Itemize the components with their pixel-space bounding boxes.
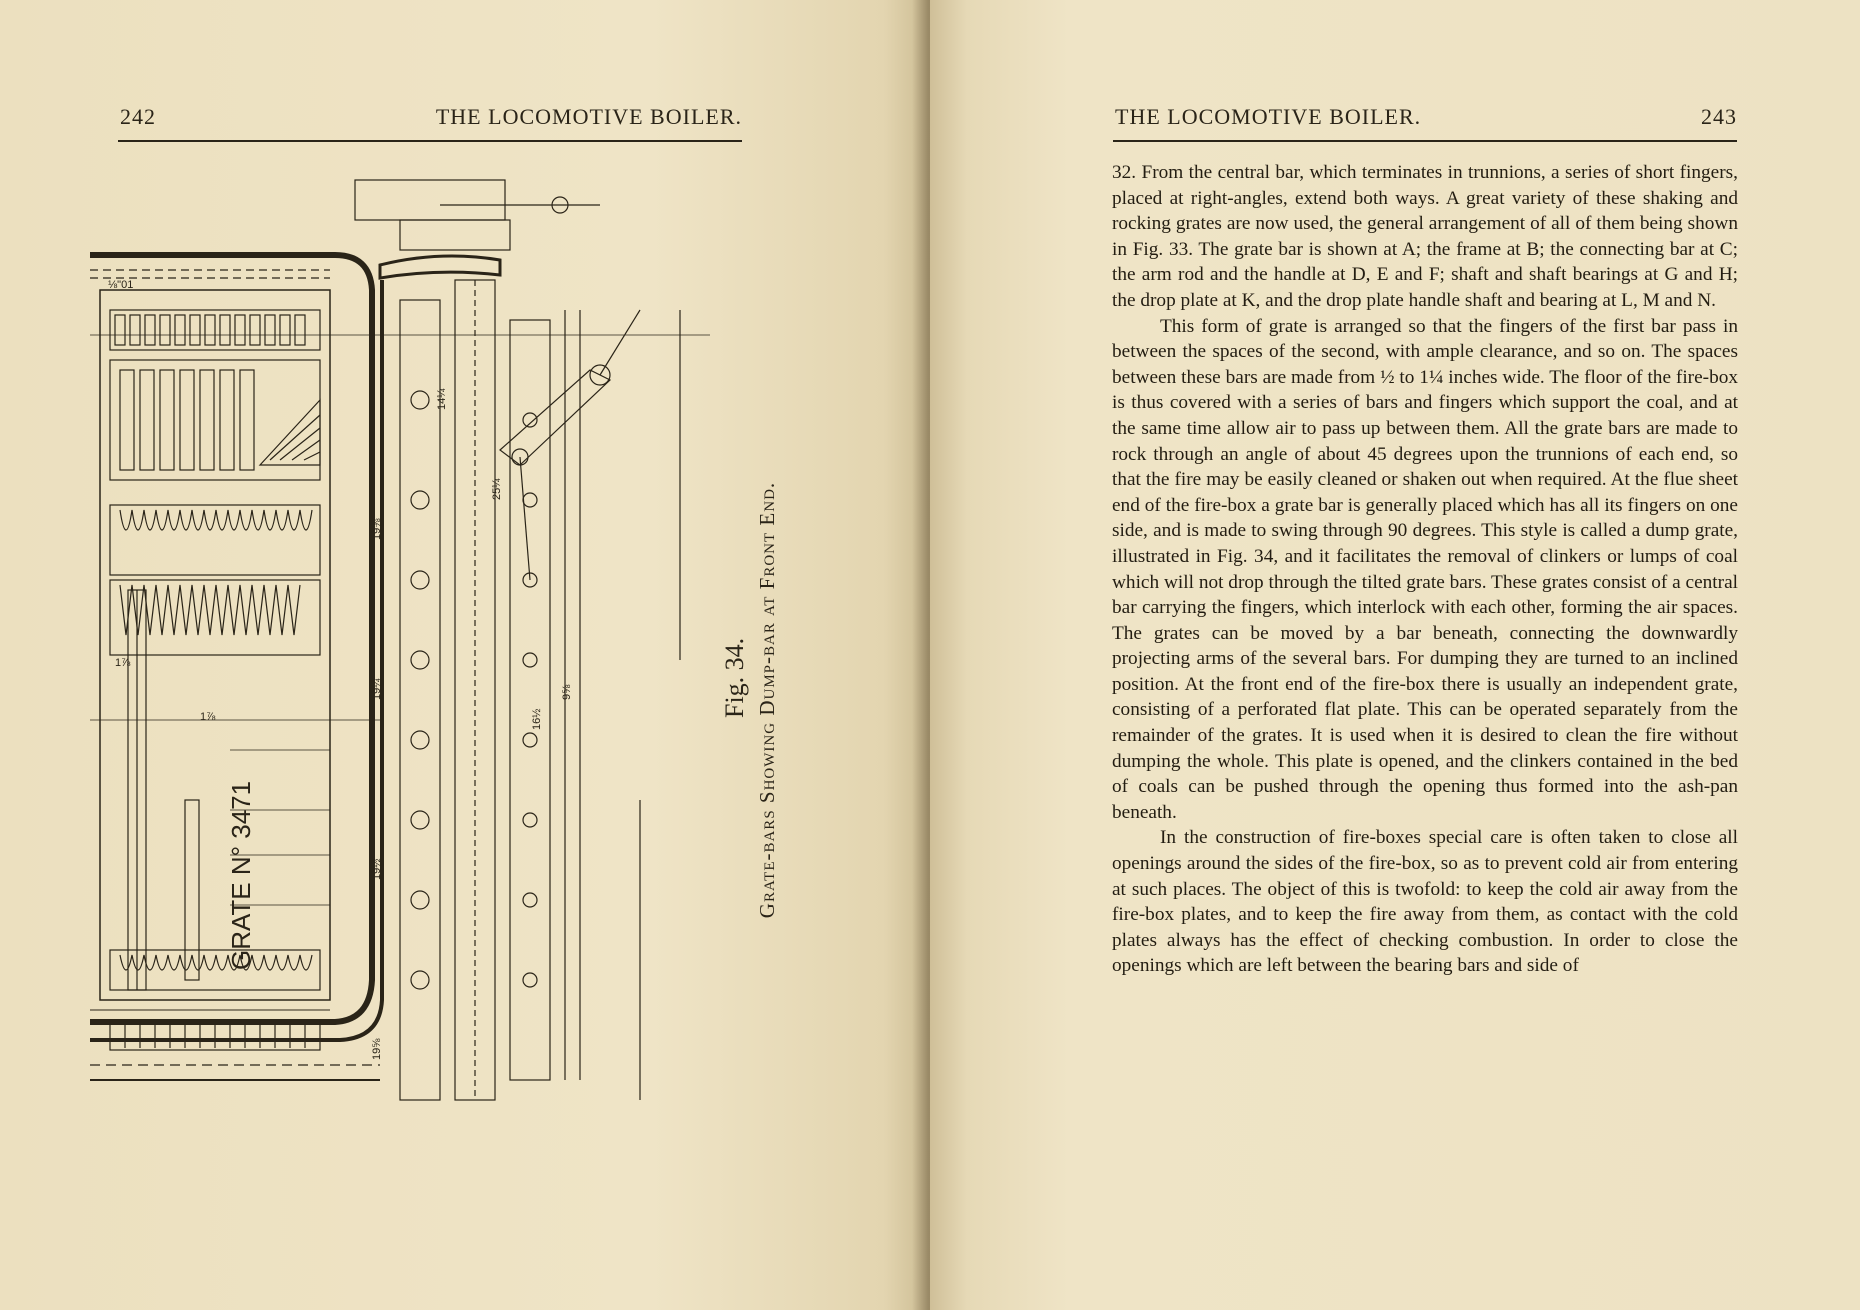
left-running-title: THE LOCOMOTIVE BOILER. (435, 104, 742, 129)
right-running-head: THE LOCOMOTIVE BOILER. 243 (1115, 104, 1737, 138)
svg-text:1⅞: 1⅞ (200, 711, 216, 723)
svg-text:1⅞: 1⅞ (115, 657, 131, 669)
left-running-head: 242 THE LOCOMOTIVE BOILER. (120, 104, 742, 138)
figure-caption: Grate-bars Showing Dump-bar at Front End… (755, 481, 779, 919)
right-running-title: THE LOCOMOTIVE BOILER. (1115, 104, 1422, 129)
svg-text:16½: 16½ (531, 709, 543, 730)
paragraph-1: 32. From the central bar, which terminat… (1112, 162, 1738, 311)
svg-text:19½: 19½ (371, 859, 383, 880)
svg-text:14¼: 14¼ (436, 388, 448, 410)
left-page: 242 THE LOCOMOTIVE BOILER. (0, 0, 930, 1310)
paragraph-3: In the construction of fire-boxes specia… (1112, 827, 1738, 977)
paragraph-2: This form of grate is arranged so that t… (1112, 315, 1738, 823)
left-page-number: 242 (120, 104, 156, 129)
grate-stamp: GRATE N° 3471 (226, 781, 256, 970)
svg-text:19⅝: 19⅝ (371, 1038, 383, 1060)
right-page-number: 243 (1701, 104, 1737, 129)
svg-text:⅛"01: ⅛"01 (108, 279, 133, 291)
svg-text:19¼: 19¼ (371, 678, 383, 700)
svg-text:25¼: 25¼ (491, 478, 503, 500)
body-text: 32. From the central bar, which terminat… (1112, 160, 1738, 979)
right-page (930, 0, 1860, 1310)
figure-label: Fig. 34. (720, 637, 749, 718)
figure-caption-block: Grate-bars Showing Dump-bar at Front End… (755, 460, 795, 940)
svg-text:9⅝: 9⅝ (561, 684, 573, 700)
grate-bar-drawing: ⅛"01 14¼ 19⅝ 19¼ 19½ 19⅝ 25¼ 16½ 9⅝ 1⅞ 1… (90, 179, 710, 1101)
right-head-rule (1113, 140, 1737, 142)
svg-text:19⅝: 19⅝ (371, 518, 383, 540)
left-head-rule (118, 140, 742, 142)
